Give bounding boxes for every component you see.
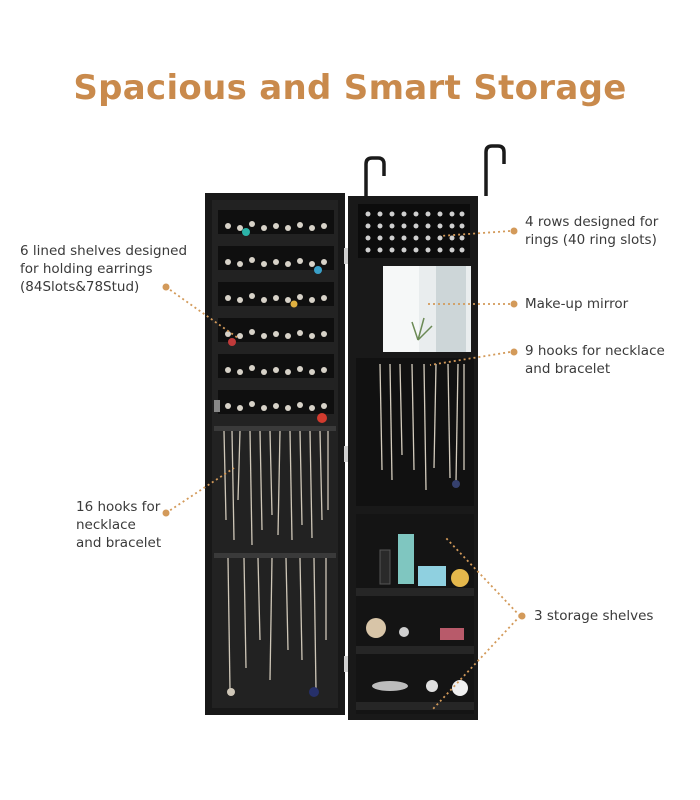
callout-earrings-line-3: (84Slots&78Stud) xyxy=(20,279,140,295)
callout-rings: 4 rows designed for rings (40 ring slots… xyxy=(525,213,658,249)
callout-line-hooks9 xyxy=(429,351,511,366)
earring-shelves xyxy=(218,210,334,414)
cabinet-necklaces xyxy=(379,363,465,491)
callout-dot-hooks9 xyxy=(510,348,518,356)
callout-line-shelves-lower xyxy=(431,615,521,711)
left-door-hook xyxy=(364,156,386,196)
rings xyxy=(365,211,465,253)
callout-earrings-line-1: 6 lined shelves designed xyxy=(20,243,188,259)
callout-rings-line-1: 4 rows designed for xyxy=(525,214,659,230)
lock-icon xyxy=(214,400,220,412)
callout-rings-line-2: rings (40 ring slots) xyxy=(525,232,657,248)
callout-hooks16-line-2: necklace xyxy=(76,517,136,533)
callout-shelves-line-1: 3 storage shelves xyxy=(534,608,654,624)
callout-dot-rings xyxy=(510,227,518,235)
callout-hooks16: 16 hooks for necklace and bracelet xyxy=(76,498,161,552)
callout-hooks16-line-3: and bracelet xyxy=(76,535,162,551)
storage-shelf-2 xyxy=(356,646,474,654)
earrings xyxy=(225,221,327,411)
callout-mirror: Make-up mirror xyxy=(525,295,628,313)
door-necklaces-lower xyxy=(227,557,327,691)
callout-hooks9: 9 hooks for necklace and bracelet xyxy=(525,342,665,378)
cabinet-body xyxy=(348,196,478,720)
callout-lines xyxy=(165,230,521,711)
right-door-hook xyxy=(484,144,506,196)
mirror-plant xyxy=(411,317,433,341)
callout-dot-mirror xyxy=(510,300,518,308)
callout-line-hooks16 xyxy=(165,467,235,514)
callout-line-rings xyxy=(439,230,511,237)
door-hook-bar-upper xyxy=(214,426,336,431)
callout-mirror-line-1: Make-up mirror xyxy=(525,296,629,312)
callout-earrings-line-2: for holding earrings xyxy=(20,261,153,277)
storage-shelf-3 xyxy=(356,702,474,710)
door-necklaces-upper xyxy=(223,430,329,546)
page-title: Spacious and Smart Storage xyxy=(73,68,627,108)
callout-hooks9-line-1: 9 hooks for necklace xyxy=(525,343,665,359)
shelf-items-3 xyxy=(372,680,468,696)
callout-dot-hooks16 xyxy=(162,509,170,517)
shelf-items-2 xyxy=(366,618,464,640)
open-door xyxy=(205,193,345,715)
callout-hooks16-line-1: 16 hooks for xyxy=(76,499,161,515)
callout-dot-earrings xyxy=(162,283,170,291)
callout-earrings: 6 lined shelves designed for holding ear… xyxy=(20,242,187,296)
colored-earrings xyxy=(228,228,327,423)
callout-dots xyxy=(162,227,526,620)
callout-shelves: 3 storage shelves xyxy=(534,607,653,625)
callout-dot-shelves xyxy=(518,612,526,620)
cosmetics xyxy=(379,534,469,587)
door-hook-bar-lower xyxy=(214,553,336,558)
storage-shelf-1 xyxy=(356,588,474,596)
callout-hooks9-line-2: and bracelet xyxy=(525,361,611,377)
